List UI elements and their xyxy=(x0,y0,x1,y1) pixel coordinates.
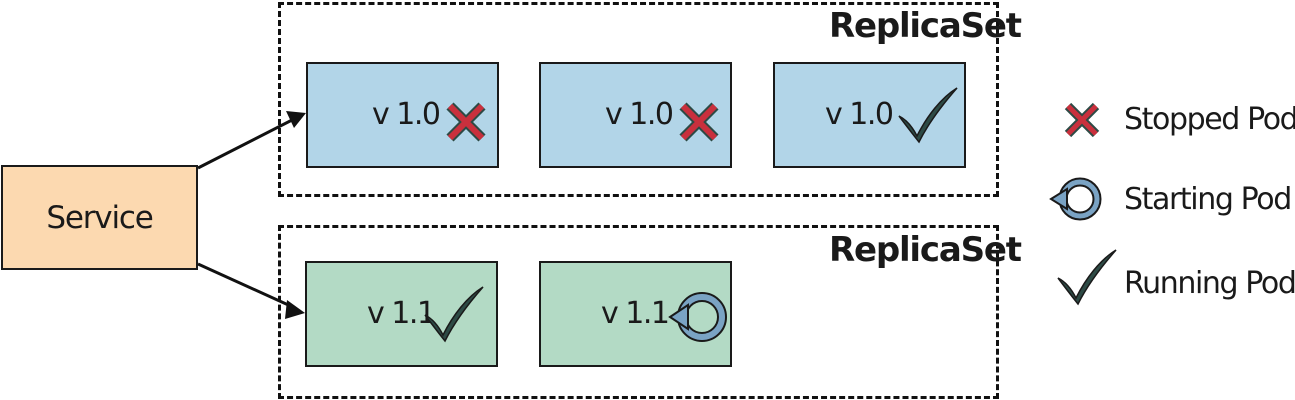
check-icon xyxy=(1057,249,1117,306)
replicaset-v1-0-label: ReplicaSet xyxy=(829,6,1022,46)
pod-version: v 1.0 xyxy=(825,97,894,132)
pod-v1-0-a: v 1.0 xyxy=(306,62,499,168)
pod-version: v 1.0 xyxy=(605,97,674,132)
legend-label-stopped: Stopped Pod xyxy=(1124,102,1295,137)
cross-icon xyxy=(1064,102,1100,138)
pod-v1-0-b: v 1.0 xyxy=(539,62,732,168)
cross-icon xyxy=(679,102,719,142)
pod-version: v 1.0 xyxy=(372,97,441,132)
legend: Stopped Pod Starting Pod Running Pod xyxy=(1049,90,1295,310)
restart-icon xyxy=(668,292,727,342)
pod-version: v 1.1 xyxy=(367,296,436,331)
legend-label-running: Running Pod xyxy=(1124,266,1295,301)
restart-icon xyxy=(1049,177,1102,221)
replicaset-v1-1 xyxy=(278,225,999,399)
pod-v1-1-a: v 1.1 xyxy=(305,261,498,367)
check-icon xyxy=(898,87,958,144)
check-icon xyxy=(424,286,484,343)
pod-v1-1-b: v 1.1 xyxy=(539,261,732,367)
service-box: Service xyxy=(1,165,198,270)
legend-label-starting: Starting Pod xyxy=(1124,182,1292,217)
replicaset-v1-1-label: ReplicaSet xyxy=(829,230,1022,270)
pod-v1-0-c: v 1.0 xyxy=(773,62,966,168)
arrowhead-v1-0 xyxy=(286,111,306,128)
pod-version: v 1.1 xyxy=(601,296,670,331)
cross-icon xyxy=(446,102,486,142)
replicaset-v1-0 xyxy=(278,2,999,197)
service-label: Service xyxy=(46,199,153,236)
arrowhead-v1-1 xyxy=(285,300,305,319)
